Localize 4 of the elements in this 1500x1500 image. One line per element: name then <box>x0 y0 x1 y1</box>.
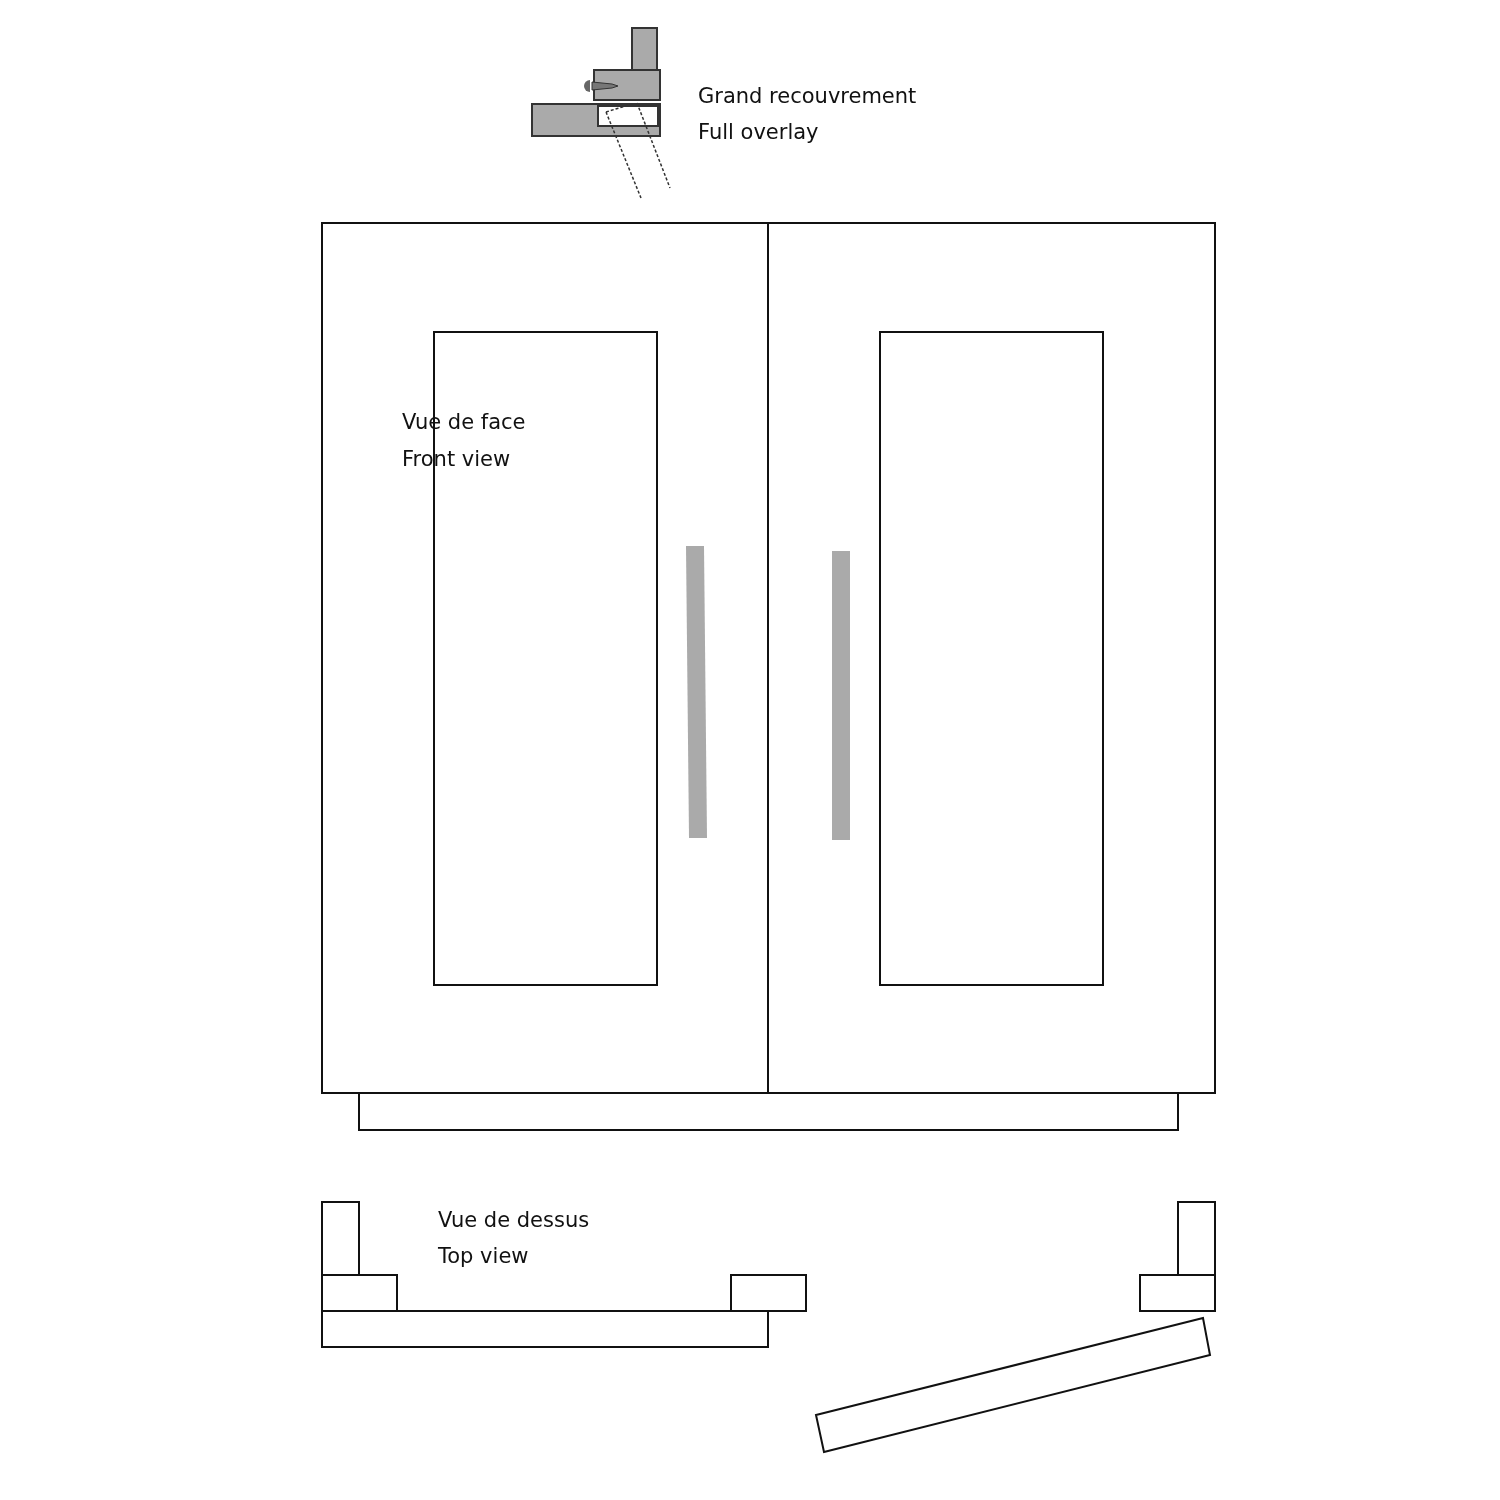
view-label: Top view <box>438 1246 529 1267</box>
view-label: Vue de dessus <box>438 1210 590 1231</box>
view-label: Grand recouvrement <box>698 86 917 107</box>
view-label: Full overlay <box>698 122 819 143</box>
